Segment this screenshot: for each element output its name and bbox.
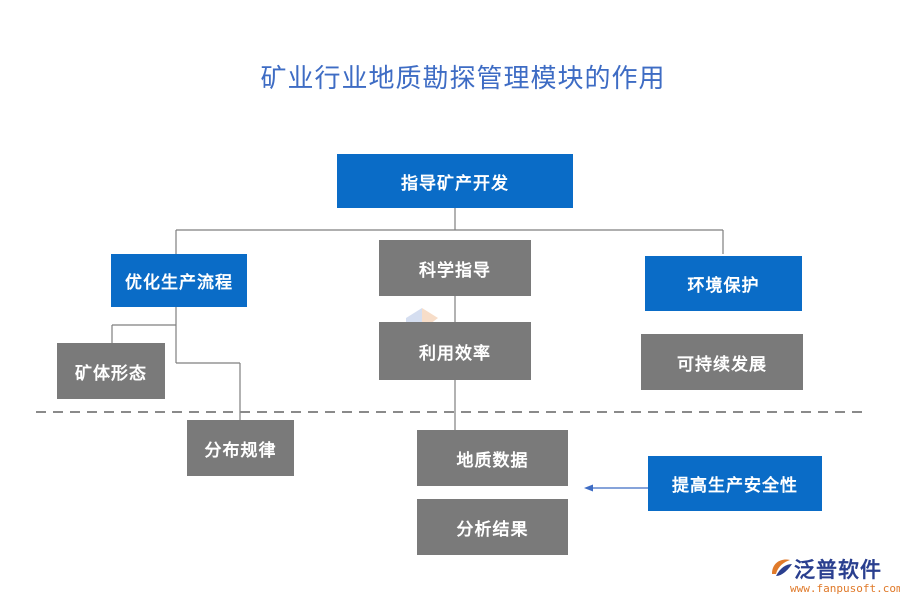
page-title: 矿业行业地质勘探管理模块的作用 [260, 64, 666, 94]
node-environment: 环境保护 [645, 256, 802, 311]
fanpu-logo-icon [772, 559, 792, 576]
node-geo-data: 地质数据 [417, 430, 568, 486]
logo-url: www.fanpusoft.com [790, 582, 900, 595]
node-science: 科学指导 [379, 240, 531, 296]
arrow-head-icon [584, 484, 593, 492]
fanpu-logo: 泛普软件 www.fanpusoft.com [768, 554, 900, 598]
node-root: 指导矿产开发 [337, 154, 573, 208]
node-optimize: 优化生产流程 [111, 254, 247, 307]
node-ore-shape: 矿体形态 [57, 343, 165, 399]
node-analysis: 分析结果 [417, 499, 568, 555]
node-safety: 提高生产安全性 [648, 456, 822, 511]
node-efficiency: 利用效率 [379, 322, 531, 380]
node-sustainable: 可持续发展 [641, 334, 803, 390]
node-distribution: 分布规律 [187, 420, 294, 476]
logo-name: 泛普软件 [794, 558, 882, 582]
